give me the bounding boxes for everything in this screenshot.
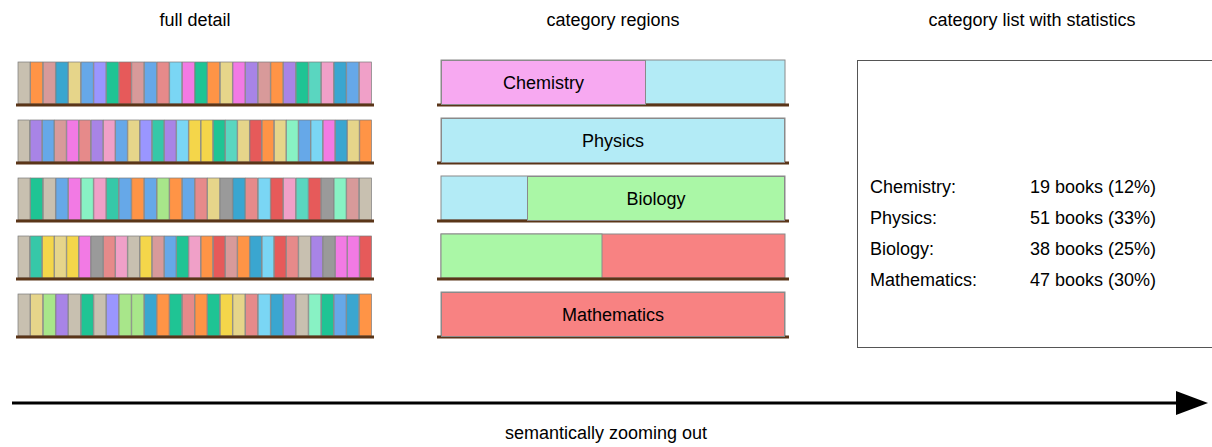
category-cell: Mathematics: bbox=[870, 269, 977, 291]
axis-caption: semantically zooming out bbox=[505, 422, 707, 444]
category-region: Mathematics bbox=[441, 292, 785, 337]
book-spines bbox=[18, 62, 371, 336]
zoom-arrow bbox=[12, 391, 1208, 415]
column-heading: full detail bbox=[159, 9, 230, 31]
count-cell: 19 books (12%) bbox=[1030, 176, 1156, 198]
statistics-panel: Chemistry: 19 books (12%) Physics: 51 books… bbox=[857, 60, 1212, 348]
category-name: Physics bbox=[582, 130, 644, 152]
category-cell: Physics: bbox=[870, 207, 937, 229]
category-name: Biology bbox=[626, 188, 685, 210]
category-region: Chemistry bbox=[441, 60, 646, 105]
category-name: Chemistry bbox=[503, 72, 584, 94]
category-cell: Biology: bbox=[870, 238, 934, 260]
category-name: Mathematics bbox=[562, 304, 664, 326]
column-heading: category regions bbox=[546, 9, 679, 31]
category-region: Physics bbox=[441, 118, 785, 163]
count-cell: 47 books (30%) bbox=[1030, 269, 1156, 291]
shelf-boards bbox=[16, 105, 789, 337]
count-cell: 51 books (33%) bbox=[1030, 207, 1156, 229]
region-rows bbox=[441, 60, 785, 336]
category-region: Biology bbox=[527, 176, 785, 221]
column-heading: category list with statistics bbox=[928, 9, 1135, 31]
category-cell: Chemistry: bbox=[870, 176, 956, 198]
count-cell: 38 books (25%) bbox=[1030, 238, 1156, 260]
